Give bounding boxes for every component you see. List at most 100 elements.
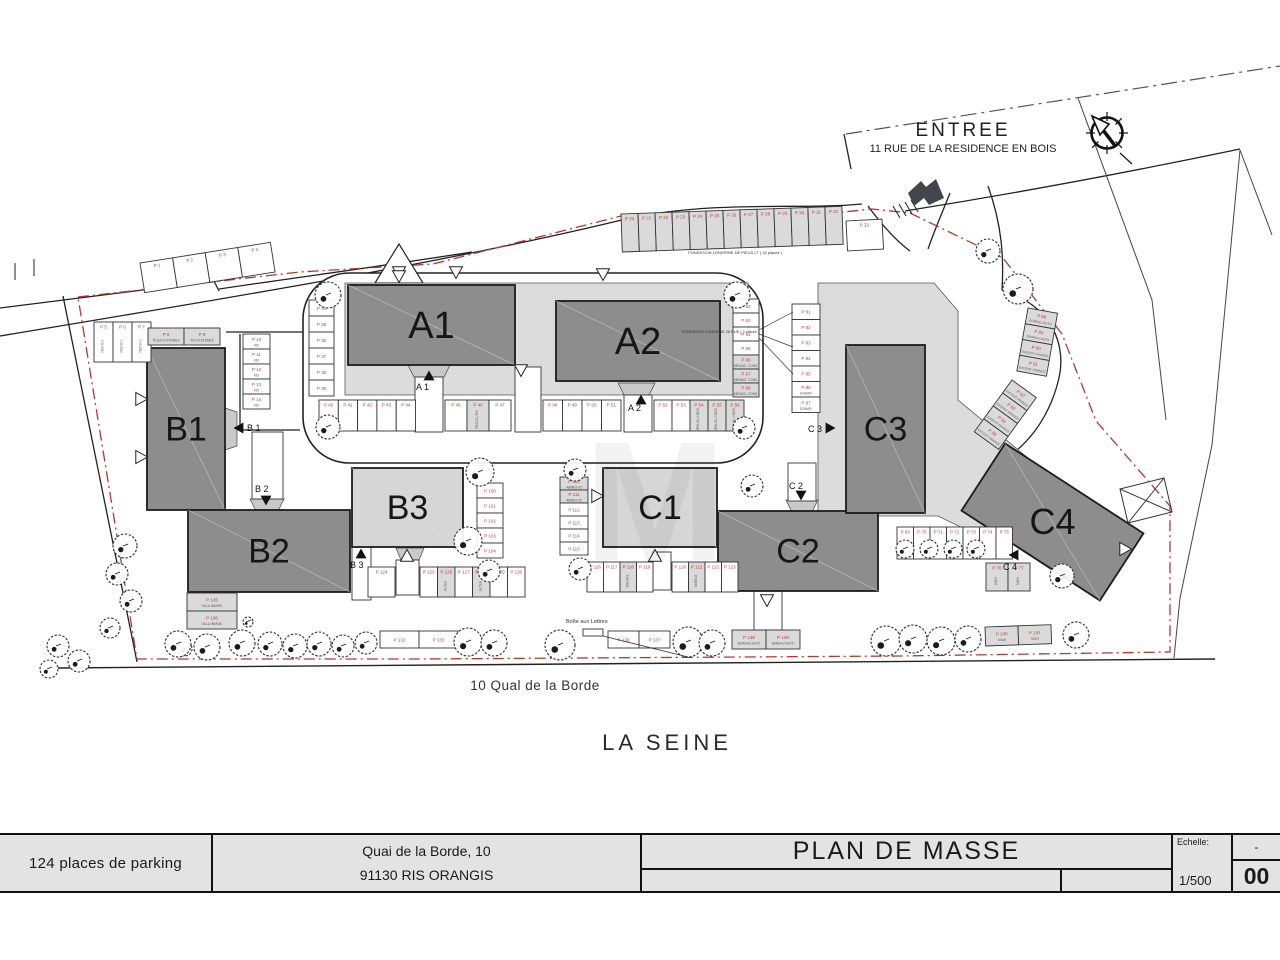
stall-company: BUREAU AUTO <box>1029 318 1053 326</box>
tree-icon <box>314 281 342 309</box>
stall-company: RECYCL'EM <box>475 410 479 429</box>
stall-number: P 130 <box>510 570 522 575</box>
stall-company: KDI SYSTEMES <box>190 339 214 343</box>
tree-icon <box>544 629 576 661</box>
entrance-A2: A 2 <box>628 394 647 413</box>
stall-company: MENUIS. CONS. <box>734 378 758 382</box>
sheet-number: 00 <box>1243 863 1270 889</box>
roof-diagonal <box>555 300 721 382</box>
roof-vent-triangle <box>591 488 605 504</box>
entry-corridor <box>251 431 284 500</box>
stall-number: P 4 <box>251 247 259 253</box>
sheet-number-cell: - 00 <box>1231 835 1280 891</box>
tree-icon <box>732 416 756 440</box>
stall-number: P 102 <box>484 518 496 523</box>
tree-icon <box>740 474 764 498</box>
stall-number: P 49 <box>568 403 578 408</box>
stall-number: P 127 <box>458 570 470 575</box>
stall-number: P 132 <box>394 637 406 642</box>
stall-number: P 64 <box>741 332 751 337</box>
parking-count: 124 places de parking <box>28 854 183 872</box>
stall-number: P 28 <box>761 211 771 216</box>
stall-number: P 86 <box>801 385 811 390</box>
roof-diagonal <box>845 344 926 514</box>
building-label-C1: C1 <box>638 489 681 527</box>
stall-company: ABMES 93 <box>566 499 582 503</box>
parking-stall <box>308 379 335 397</box>
corridors-layer <box>251 366 817 631</box>
stall-number: P 42 <box>363 403 373 408</box>
stall-number: P 41 <box>343 403 353 408</box>
tree-icon <box>46 634 70 658</box>
stall-number: P 67 <box>741 372 751 377</box>
parking-row-col-a-left: P 34P 35P 36P 37P 38P 39 <box>308 299 335 397</box>
stall-company: MENUIS. CONS. <box>696 407 700 431</box>
stall-number: P 6 <box>119 325 126 330</box>
entrance-label: B 1 <box>247 423 261 433</box>
parking-row-row-topleft: P 1P 2P 3P 4 <box>139 241 276 294</box>
stall-number: P 103 <box>484 533 496 538</box>
roof-vent-triangle <box>448 266 464 280</box>
entrance-B2: B 2 <box>255 484 272 506</box>
tree-icon <box>331 634 355 658</box>
tree-icon <box>943 539 963 559</box>
stall-number: P 123 <box>724 565 736 570</box>
stall-company: MEDIA'S <box>625 575 629 588</box>
entrance-B3: B 3 <box>350 548 367 570</box>
roof-vent-triangle <box>391 270 407 284</box>
stall-number: P 106 <box>206 616 218 621</box>
markers-layer <box>135 266 1133 608</box>
entrance-label: A 1 <box>416 382 429 392</box>
stall-number: P 82 <box>801 325 811 330</box>
tree-icon <box>698 629 726 657</box>
tree-icon <box>1062 621 1090 649</box>
parking-stall <box>395 399 416 432</box>
stall-number: P 62 <box>741 304 751 309</box>
stall-number: P 36 <box>317 338 327 343</box>
stall-number: P 47 <box>495 403 505 408</box>
stall-number: P 104 <box>484 548 496 553</box>
stall-company: MGM <box>1016 577 1020 585</box>
la-seine-label: LA SEINE <box>602 730 732 755</box>
quai-label: 10 Qual de la Borde <box>470 678 600 693</box>
tree-icon <box>453 526 483 556</box>
entrance-triangle-icon <box>1008 549 1019 561</box>
tree-icon <box>99 617 121 639</box>
entry-corridor <box>395 559 420 596</box>
stall-number: P 133 <box>433 637 445 642</box>
stall-number: P 7 <box>138 325 145 330</box>
building-B3 <box>351 467 464 548</box>
tree-icon <box>1002 273 1034 305</box>
tree-icon <box>954 625 982 653</box>
building-C4 <box>960 442 1145 602</box>
parking-stall <box>183 327 221 346</box>
tree-icon <box>453 627 483 657</box>
stall-company: MENUIS. CONS. <box>714 407 718 431</box>
stall-number: P 2 <box>186 257 194 263</box>
tree-icon <box>164 630 192 658</box>
parking-stall <box>973 418 1009 451</box>
roof-diagonal <box>351 467 464 548</box>
stall-number: P 119 <box>639 565 651 570</box>
entrances-layer: A 1A 2B 1B 2B 3C 2C 3C 4 <box>233 370 1019 572</box>
parking-row-stall-33: P 33 <box>845 218 884 252</box>
parking-stall <box>1016 354 1050 377</box>
stall-number: P 8 <box>163 332 170 337</box>
stall-number: P 77 <box>1014 566 1024 571</box>
stall-company: SEMELE <box>694 575 698 588</box>
stall-number: P 124 <box>376 570 388 575</box>
stall-number: P 90 <box>1031 345 1041 352</box>
mailbox-label: Boîte aux Lettres <box>566 619 608 625</box>
stall-number: P 54 <box>694 403 704 408</box>
stall-number: P 35 <box>317 322 327 327</box>
stall-number: P 13 <box>252 382 262 387</box>
stall-number: P 24 <box>693 214 703 219</box>
stall-number: P 55 <box>712 403 722 408</box>
entrance-triangle-icon <box>423 370 435 381</box>
